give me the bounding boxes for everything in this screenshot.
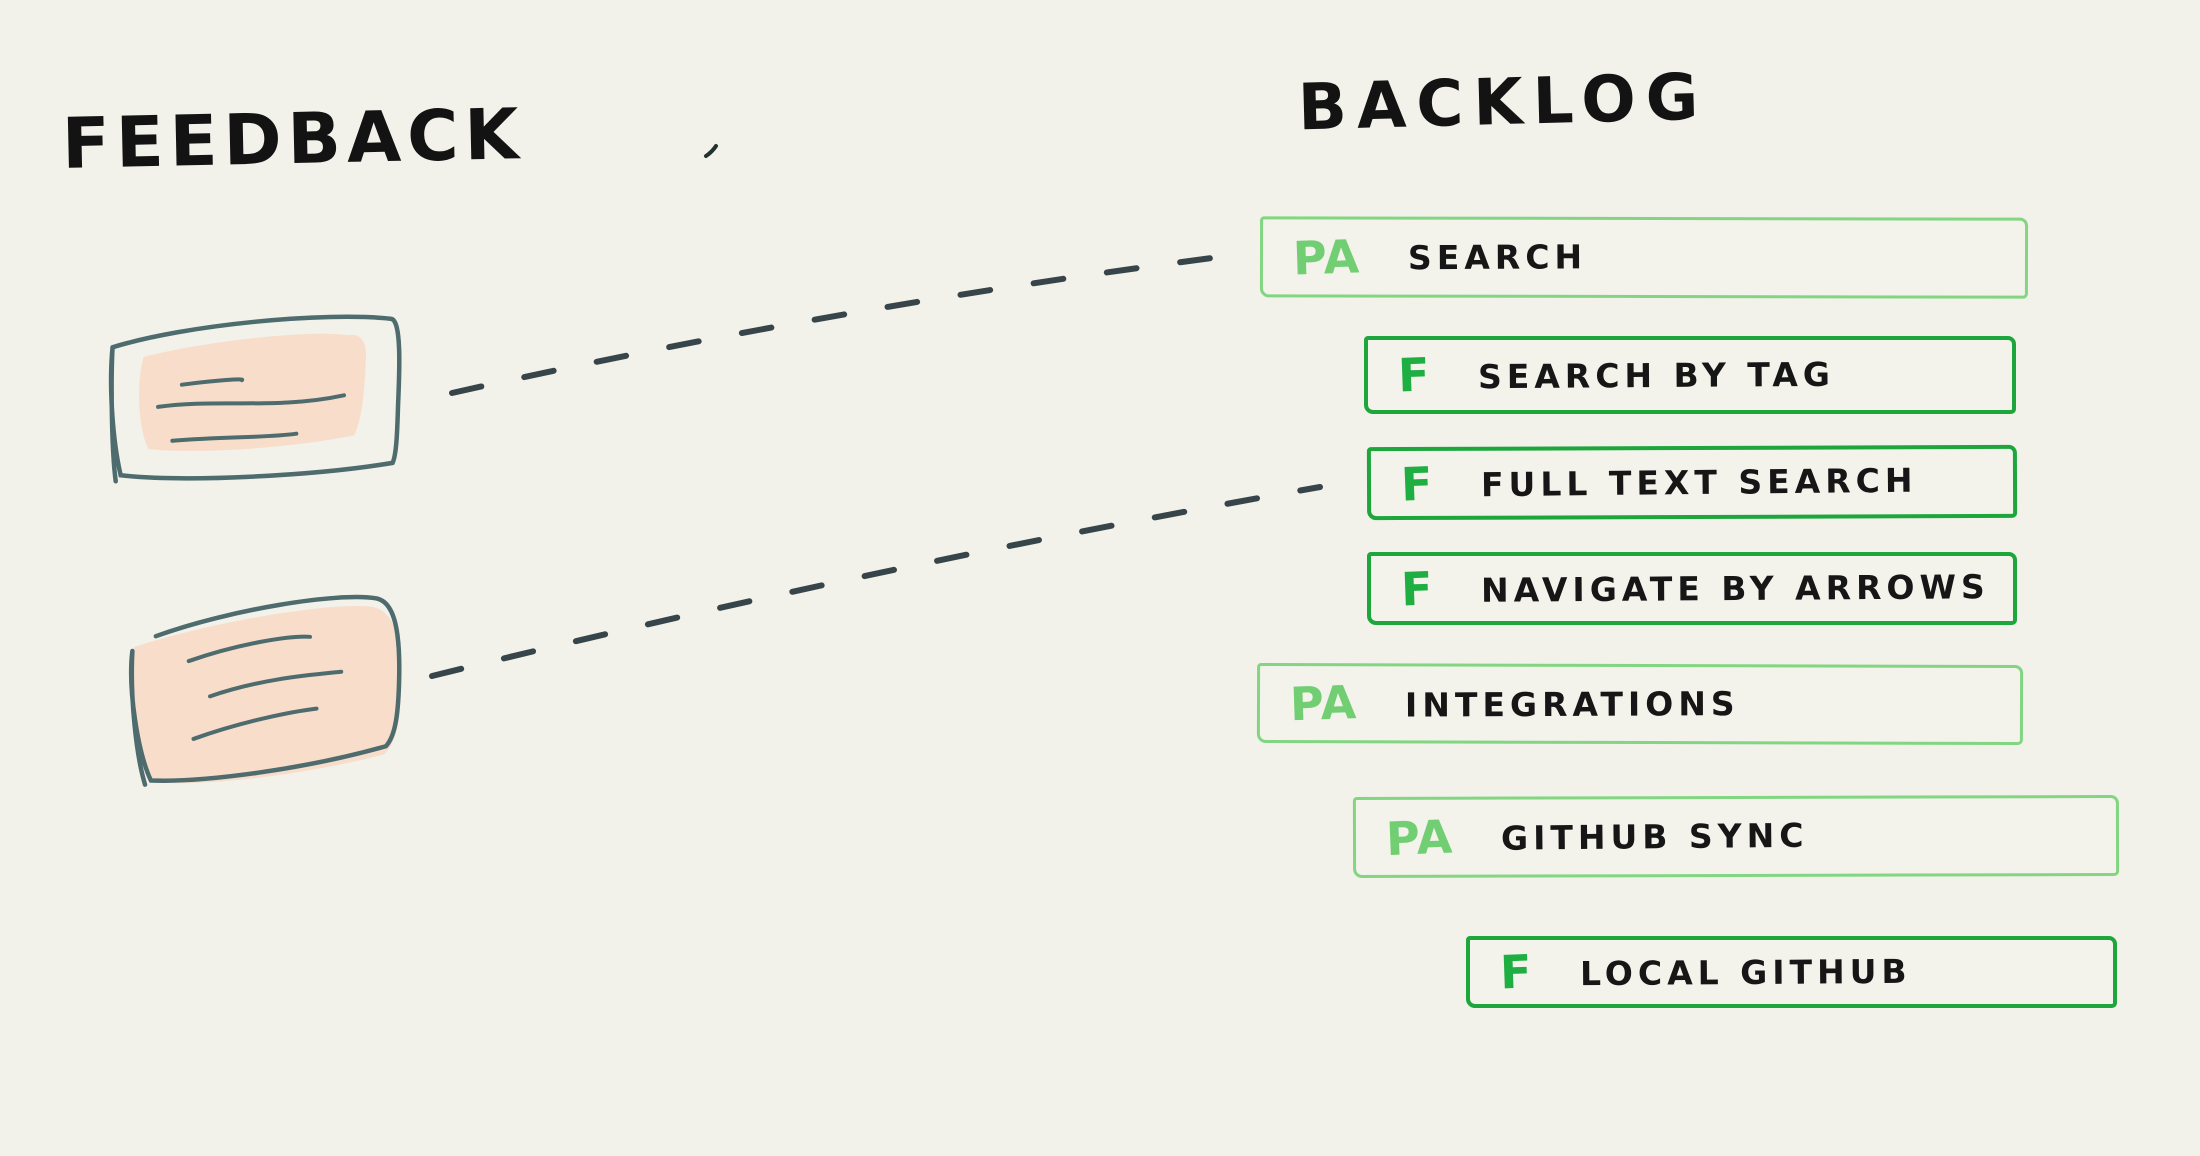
connector-card2-to-fulltext (429, 484, 1323, 679)
card-text-line (191, 706, 319, 741)
card-text-line (156, 393, 346, 409)
backlog-item-github-sync[interactable]: PA GITHUB SYNC (1352, 794, 2120, 879)
backlog-item-navigate-by-arrows[interactable]: F NAVIGATE BY ARROWS (1367, 552, 2017, 625)
backlog-item-label: SEARCH BY TAG (1478, 354, 1836, 396)
feedback-card-2[interactable] (108, 574, 446, 815)
backlog-item-label: INTEGRATIONS (1405, 683, 1740, 725)
backlog-item-full-text-search[interactable]: F FULL TEXT SEARCH (1366, 444, 2018, 521)
backlog-item-label: SEARCH (1407, 237, 1588, 278)
feature-badge: F (1499, 944, 1534, 1000)
pa-badge: PA (1292, 228, 1361, 286)
backlog-item-integrations[interactable]: PA INTEGRATIONS (1256, 662, 2024, 746)
backlog-item-label: LOCAL GITHUB (1580, 951, 1913, 993)
card-text-line (208, 669, 344, 699)
pa-badge: PA (1289, 675, 1358, 732)
feedback-card-1[interactable] (95, 297, 427, 500)
feature-badge: F (1397, 347, 1432, 403)
backlog-item-search[interactable]: PA SEARCH (1259, 216, 2029, 299)
card-outline (128, 594, 402, 787)
card-outline (108, 314, 402, 484)
backlog-item-label: FULL TEXT SEARCH (1481, 460, 1919, 505)
backlog-section-title: BACKLOG (1297, 60, 1710, 146)
card-text-line (170, 431, 299, 443)
backlog-item-label: NAVIGATE BY ARROWS (1481, 567, 1991, 610)
card-text-line (179, 377, 244, 387)
backlog-item-local-github[interactable]: F LOCAL GITHUB (1466, 936, 2117, 1008)
card-text-line (186, 634, 312, 664)
backlog-item-label: GITHUB SYNC (1500, 815, 1809, 858)
feature-badge: F (1399, 455, 1435, 512)
backlog-item-search-by-tag[interactable]: F SEARCH BY TAG (1364, 336, 2016, 414)
connector-card1-to-search (449, 255, 1215, 396)
feedback-section-title: FEEDBACK (61, 93, 526, 185)
pa-badge: PA (1385, 809, 1455, 866)
card-highlight (139, 333, 367, 451)
feature-badge: F (1400, 560, 1435, 617)
